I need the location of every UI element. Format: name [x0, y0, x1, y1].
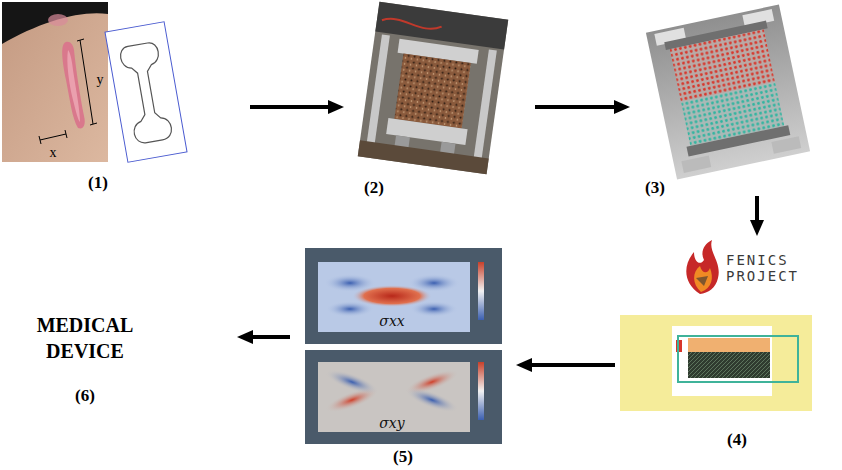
specimen-sketch — [105, 22, 187, 162]
stress-label: σxx — [379, 314, 404, 329]
panel-number: (6) — [75, 386, 95, 406]
fe-model — [620, 315, 812, 411]
figure-panel: (4) — [620, 315, 812, 411]
output-box: MEDICAL DEVICE (6) — [10, 312, 160, 406]
scar-photo — [2, 2, 108, 162]
stress-xx-plot — [305, 248, 502, 344]
logo-text: FENICS PROJECT — [726, 252, 806, 284]
figure-panel: (3) — [646, 4, 810, 180]
stress-xy-plot — [305, 350, 502, 444]
panel-number: (4) — [727, 430, 747, 450]
panel-number: (2) — [364, 178, 384, 198]
dimension-label: x — [50, 145, 57, 161]
stress-label: σxy — [379, 416, 404, 431]
test-machine-photo — [358, 2, 508, 175]
dimension-lines — [39, 39, 97, 144]
figure-panel: σxxσxy(5) — [305, 248, 502, 444]
dic-image — [646, 5, 810, 180]
flow-arrow — [250, 105, 328, 109]
panel-number: (3) — [645, 178, 665, 198]
flow-arrow — [755, 196, 759, 220]
software-logo: FENICS PROJECT — [682, 240, 806, 296]
panel-number: (1) — [88, 173, 108, 193]
panel-number: (5) — [393, 447, 413, 467]
fenics-flame — [686, 240, 718, 294]
figure-panel: (2) — [358, 2, 508, 174]
flow-arrow — [532, 363, 615, 367]
flow-arrow — [535, 105, 614, 109]
dimension-label: y — [97, 72, 104, 88]
figure-panel: (1) — [2, 2, 188, 162]
output-title: MEDICAL DEVICE — [10, 312, 160, 364]
flow-arrow — [253, 335, 290, 339]
